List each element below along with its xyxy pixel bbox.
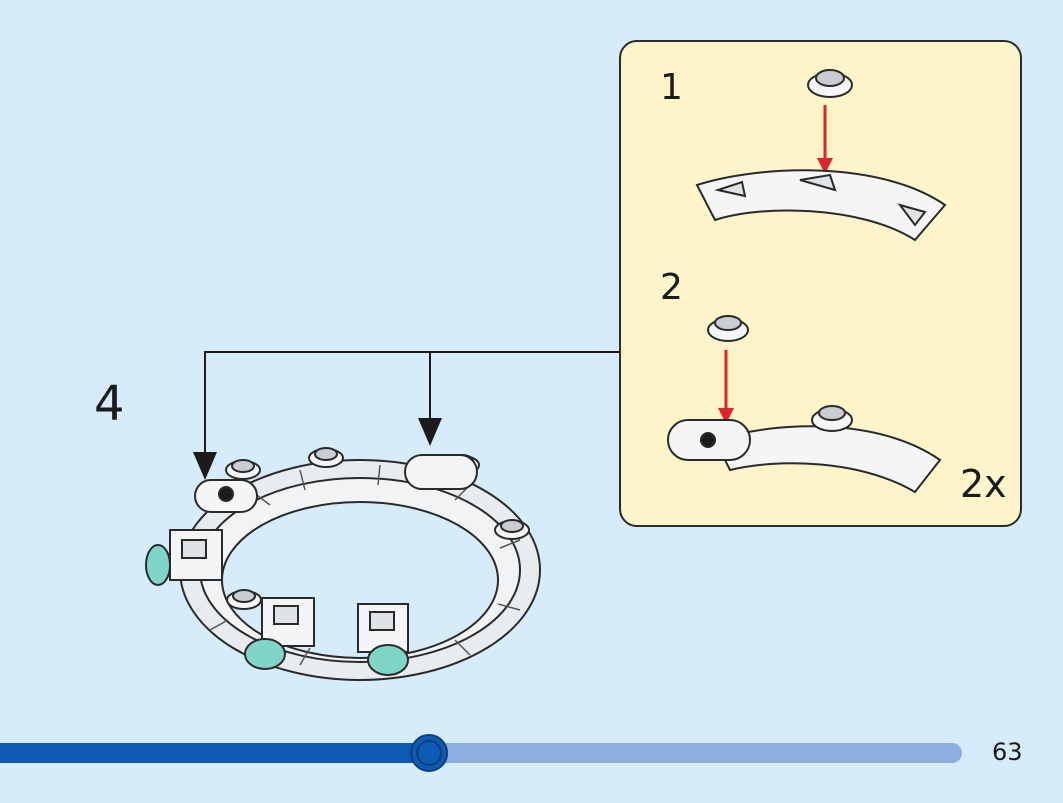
substep-number-1: 1 (660, 67, 683, 108)
page-number: 63 (992, 738, 1023, 766)
quantity-multiplier: 2x (960, 462, 1007, 506)
arrow-head-left (193, 452, 217, 480)
connector-lines (204, 351, 619, 455)
progress-knob-inner (416, 740, 443, 766)
progress-fill (0, 743, 430, 763)
trans-clear-studs (145, 544, 409, 676)
substep-number-2: 2 (660, 267, 683, 308)
arrow-head-right (418, 418, 442, 446)
substep-1-illustration (695, 69, 947, 242)
bracket-blocks (169, 529, 409, 653)
progress-bar (0, 734, 962, 772)
round-end-plates (194, 454, 478, 513)
substep-2-illustration (667, 315, 942, 494)
step-number: 4 (94, 376, 125, 432)
